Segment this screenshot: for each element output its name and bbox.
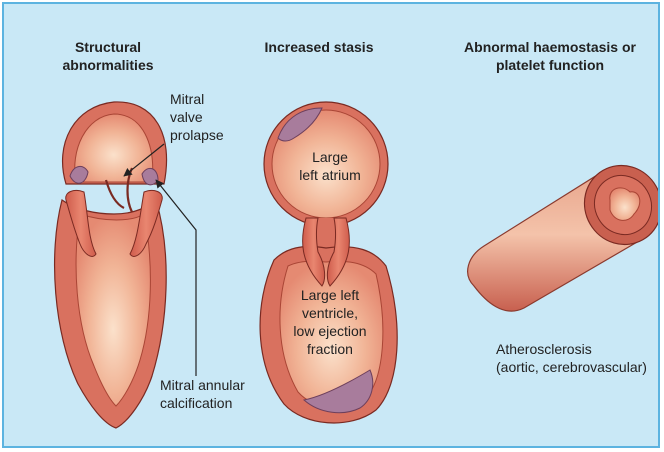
label-prolapse-line1: Mitral (170, 91, 204, 107)
heading-structural-line1: Structural (75, 39, 141, 55)
heart-structural (55, 102, 167, 428)
artery-atherosclerosis (468, 151, 660, 311)
label-atherosclerosis-line1: Atherosclerosis (496, 341, 592, 357)
label-ventricle-line4: fraction (307, 341, 353, 357)
label-ventricle-line2: ventricle, (302, 305, 358, 321)
label-calcification-line1: Mitral annular (160, 377, 245, 393)
label-prolapse-line2: valve (170, 109, 203, 125)
label-ventricle-line1: Large left (301, 287, 359, 303)
heading-haemostasis-line2: platelet function (496, 57, 604, 73)
label-prolapse-line3: prolapse (170, 127, 224, 143)
label-ventricle-line3: low ejection (293, 323, 366, 339)
label-atrium-line2: left atrium (299, 167, 360, 183)
diagram-canvas: Structural abnormalities Increased stasi… (4, 4, 660, 448)
label-atherosclerosis-line2: (aortic, cerebrovascular) (496, 359, 647, 375)
heading-structural-line2: abnormalities (62, 57, 153, 73)
label-calcification-line2: calcification (160, 395, 232, 411)
label-atrium-line1: Large (312, 149, 348, 165)
figure-panel: Structural abnormalities Increased stasi… (2, 2, 660, 448)
heading-stasis: Increased stasis (265, 39, 374, 55)
heading-haemostasis-line1: Abnormal haemostasis or (464, 39, 636, 55)
